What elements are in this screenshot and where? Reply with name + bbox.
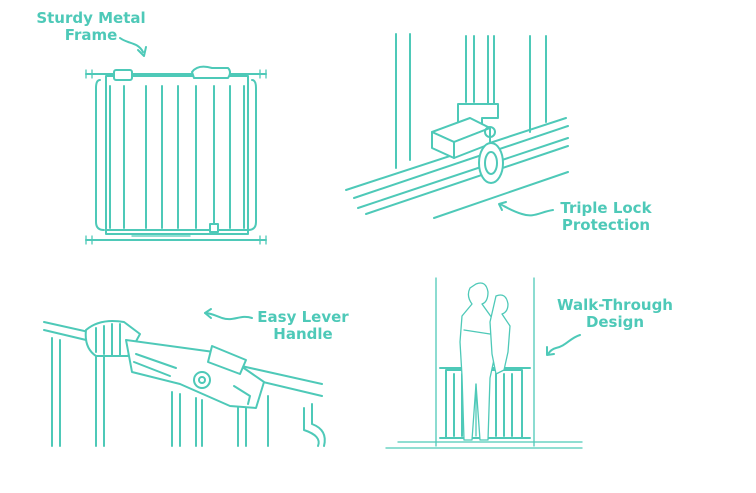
- feature-label-line1: Sturdy Metal: [36, 9, 146, 27]
- feature-label-line2: Handle: [273, 325, 333, 343]
- feature-label-line2: Protection: [561, 216, 651, 234]
- curved-arrow-icon: [119, 37, 147, 57]
- curved-arrow-icon: [546, 334, 581, 356]
- feature-label-walk-through: Walk-Through Design: [556, 297, 674, 331]
- feature-label-line1: Triple Lock: [560, 199, 652, 217]
- feature-label-triple-lock: Triple Lock Protection: [556, 200, 656, 234]
- feature-label-easy-lever: Easy Lever Handle: [255, 309, 351, 343]
- curved-arrow-icon: [498, 201, 554, 217]
- sturdy-frame-gate-illustration: [85, 65, 267, 245]
- lever-handle-illustration: [43, 320, 326, 447]
- triple-lock-illustration: [345, 33, 569, 219]
- feature-label-line2: Frame: [64, 26, 118, 44]
- feature-label-line1: Easy Lever: [257, 308, 349, 326]
- walk-through-illustration: [385, 277, 583, 449]
- feature-label-sturdy-frame: Sturdy Metal Frame: [36, 10, 146, 44]
- feature-label-line2: Design: [585, 313, 645, 331]
- feature-label-line1: Walk-Through: [557, 296, 673, 314]
- curved-arrow-icon: [204, 308, 253, 321]
